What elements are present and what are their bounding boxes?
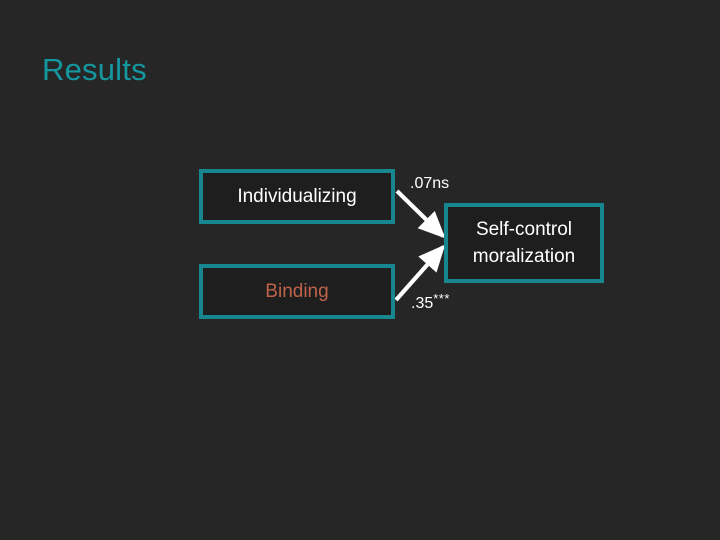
path-significance-binding: *** xyxy=(433,291,450,306)
page-title: Results xyxy=(42,52,147,87)
path-coefficient-individualizing: .07 xyxy=(410,175,433,192)
path-arrow-individualizing-to-selfcontrol xyxy=(395,189,446,239)
node-individualizing[interactable]: Individualizing xyxy=(199,169,395,224)
path-significance-individualizing: ns xyxy=(432,175,450,192)
node-self-control-moralization[interactable]: Self-control moralization xyxy=(444,203,604,283)
path-coefficient-binding: .35 xyxy=(411,295,434,312)
node-self-control-moralization-label: Self-control moralization xyxy=(472,219,576,267)
path-label-individualizing: .07ns xyxy=(410,174,449,193)
node-individualizing-label: Individualizing xyxy=(237,185,357,207)
path-label-binding: .35*** xyxy=(411,289,450,313)
node-binding[interactable]: Binding xyxy=(199,264,395,319)
node-binding-label: Binding xyxy=(265,280,329,302)
